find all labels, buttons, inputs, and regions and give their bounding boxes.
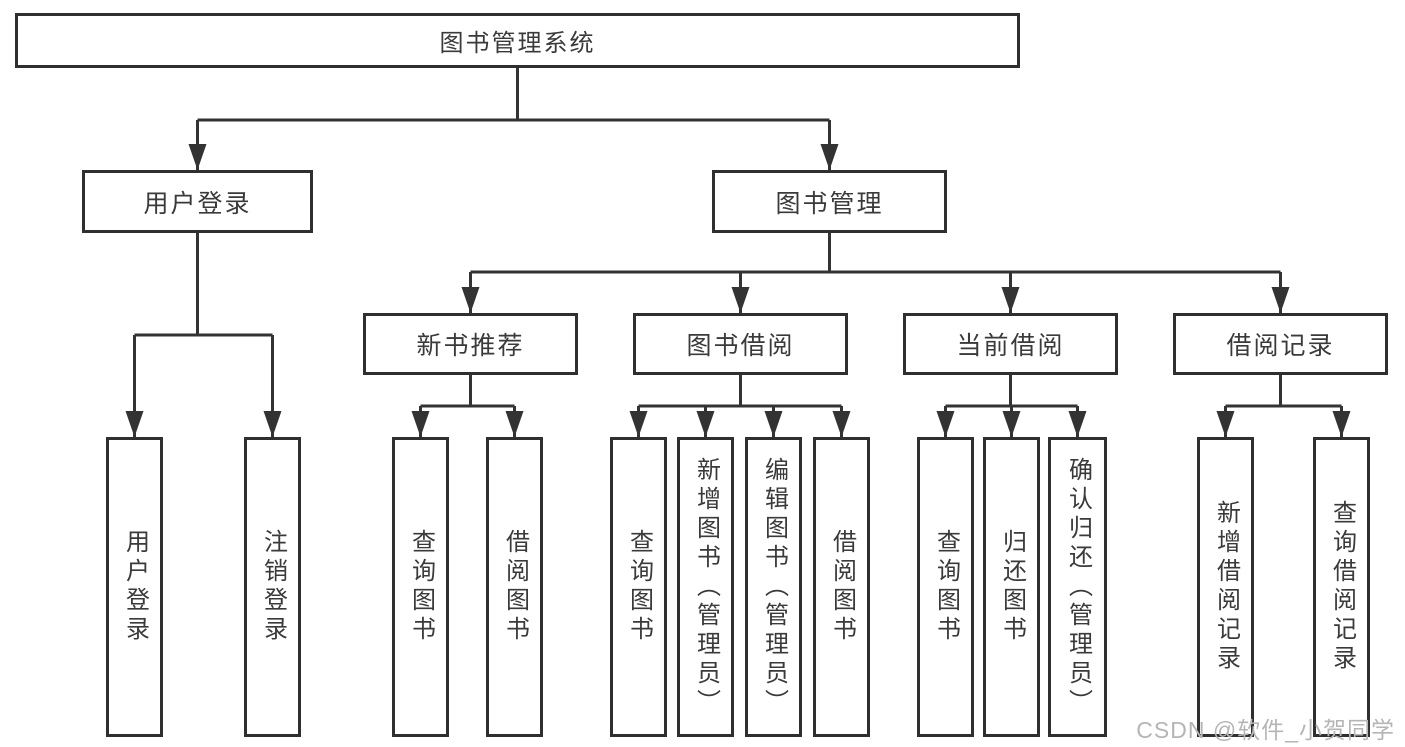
leaf-user-login: 用户登录 [106, 437, 163, 737]
leaf-nb-borrow-books: 借阅图书 [486, 437, 543, 737]
leaf-br-add-borrow-record: 新增借阅记录 [1197, 437, 1254, 737]
leaf-nb-query-books: 查询图书 [392, 437, 449, 737]
leaf-bb-add-books-admin: 新增图书（管理员） [677, 437, 734, 737]
node-root: 图书管理系统 [15, 13, 1020, 68]
leaf-bb-borrow-books: 借阅图书 [813, 437, 870, 737]
node-book-borrow: 图书借阅 [633, 313, 848, 375]
leaf-bb-edit-books-admin: 编辑图书（管理员） [745, 437, 802, 737]
leaf-cb-return-books: 归还图书 [983, 437, 1040, 737]
node-borrow-records: 借阅记录 [1173, 313, 1388, 375]
node-new-book-recommend: 新书推荐 [363, 313, 578, 375]
node-current-borrow: 当前借阅 [903, 313, 1118, 375]
leaf-br-query-borrow-record: 查询借阅记录 [1313, 437, 1370, 737]
leaf-logout-login: 注销登录 [244, 437, 301, 737]
leaf-cb-confirm-return-admin: 确认归还（管理员） [1048, 437, 1107, 737]
node-user-login: 用户登录 [82, 170, 313, 233]
leaf-cb-query-books: 查询图书 [917, 437, 974, 737]
node-book-management: 图书管理 [712, 170, 947, 233]
watermark: CSDN @软件_小贺同学 [1136, 717, 1395, 743]
leaf-bb-query-books: 查询图书 [610, 437, 667, 737]
